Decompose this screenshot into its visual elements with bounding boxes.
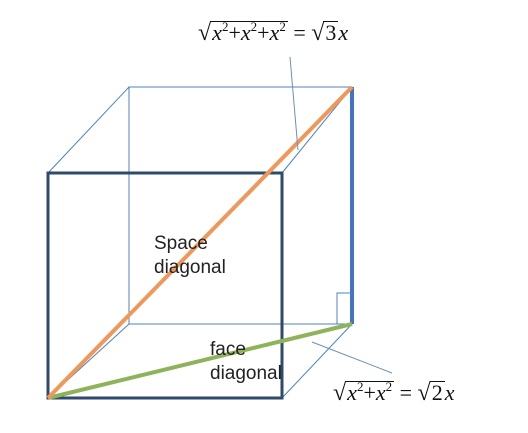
exponent: 2 (356, 379, 364, 394)
sqrt-symbol: √ (311, 20, 325, 46)
plus-sign: + (228, 20, 241, 45)
term: x (375, 380, 386, 405)
face-diagonal-label: face diagonal (210, 339, 282, 384)
sqrt-symbol: √ (198, 20, 212, 46)
sqrt-symbol: √ (333, 380, 347, 406)
result-root: 3 (323, 20, 339, 45)
right-angle-marker (336, 292, 352, 324)
exponent: 2 (279, 19, 286, 34)
space-formula-leader (289, 56, 299, 151)
front-face (46, 171, 284, 400)
result-variable: x (338, 20, 349, 45)
sqrt-symbol: √ (417, 380, 431, 406)
exponent: 2 (221, 19, 229, 34)
edge-top-left (47, 86, 130, 174)
face-diagonal-formula: √x2+x2 = √2x (333, 380, 454, 407)
exponent: 2 (250, 19, 258, 34)
plus-sign: + (363, 380, 376, 405)
space-radicand: x2+x2+x2 (210, 19, 288, 45)
space-diagonal-line (46, 85, 354, 400)
plus-sign: + (257, 20, 270, 45)
term: x (269, 20, 280, 45)
equals-sign: = (399, 380, 413, 405)
space-diagonal-formula: √x2+x2+x2 = √3x (198, 20, 348, 47)
exponent: 2 (385, 379, 393, 394)
face-formula-leader (311, 341, 393, 374)
term: x (347, 380, 357, 405)
term: x (212, 20, 222, 45)
edge-bottom-right (281, 323, 353, 399)
result-variable: x (444, 380, 455, 405)
face-radicand: x2+x2 (345, 379, 395, 405)
equals-sign: = (293, 20, 306, 45)
term: x (240, 20, 251, 45)
space-diagonal-label: Space diagonal (154, 233, 226, 278)
face-diagonal-line (47, 322, 353, 400)
result-root: 2 (429, 380, 445, 405)
